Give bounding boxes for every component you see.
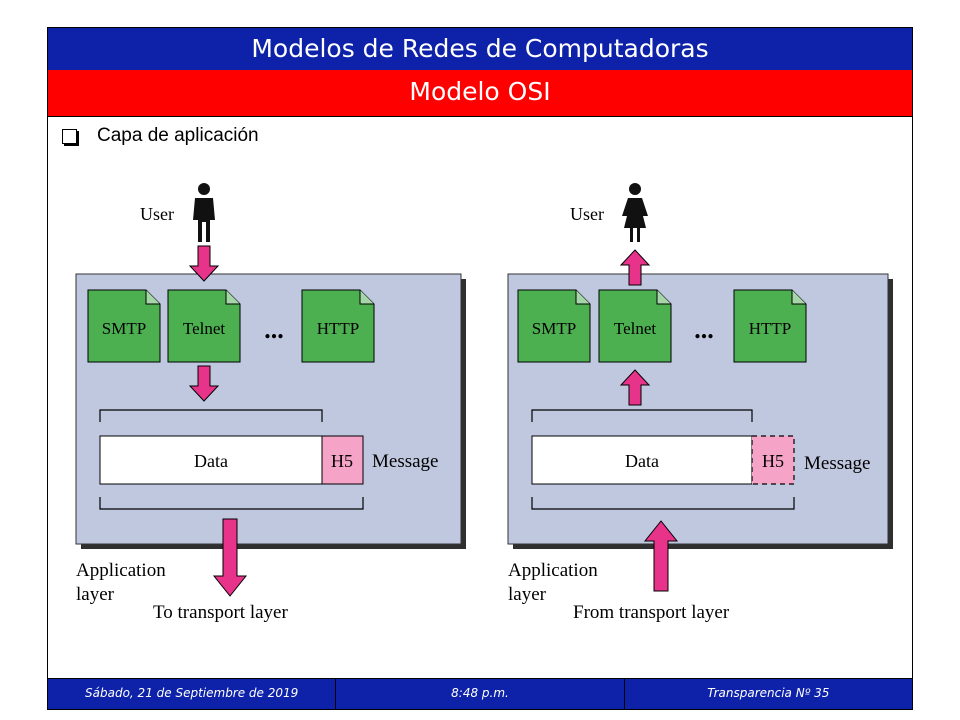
slide: Modelos de Redes de Computadoras Modelo … <box>47 27 913 710</box>
right-message-label: Message <box>804 453 870 474</box>
left-header-box <box>321 435 364 485</box>
slide-subtitle: Modelo OSI <box>48 70 912 117</box>
right-telnet-label: Telnet <box>614 319 657 338</box>
right-header-box <box>751 435 795 485</box>
left-bottom-bracket <box>99 497 364 510</box>
left-smtp-label: SMTP <box>102 319 146 338</box>
left-arrow-down-top-icon <box>188 245 220 282</box>
footer-bar: Sábado, 21 de Septiembre de 2019 8:48 p.… <box>48 678 912 709</box>
left-smtp-doc: SMTP <box>87 289 161 363</box>
slide-title: Modelos de Redes de Computadoras <box>48 28 912 71</box>
right-transport-label: From transport layer <box>573 602 730 623</box>
left-header-label: H5 <box>331 451 353 471</box>
left-arrow-down-middle-icon <box>188 365 220 402</box>
bullet-item: Capa de aplicación <box>62 125 259 147</box>
right-arrow-up-top-icon <box>619 249 651 286</box>
left-http-doc: HTTP <box>301 289 375 363</box>
left-layer-label-line2: layer <box>76 584 115 605</box>
right-user-female-icon <box>622 183 648 242</box>
footer-slide-number: Transparencia Nº 35 <box>623 679 912 709</box>
left-user-label: User <box>140 204 174 224</box>
right-smtp-doc: SMTP <box>517 289 591 363</box>
right-panel: User SMTP Telnet ... HTTP <box>507 183 893 623</box>
right-layer-label-line1: Application <box>508 560 598 581</box>
left-transport-label: To transport layer <box>153 602 288 623</box>
right-http-doc: HTTP <box>733 289 807 363</box>
right-ellipsis: ... <box>694 315 714 344</box>
right-data-label: Data <box>625 451 659 471</box>
bullet-text: Capa de aplicación <box>97 125 259 146</box>
left-data-label: Data <box>194 451 228 471</box>
right-http-label: HTTP <box>749 319 792 338</box>
left-user-male-icon <box>193 183 215 242</box>
left-telnet-label: Telnet <box>183 319 226 338</box>
right-user-label: User <box>570 204 604 224</box>
left-message-label: Message <box>372 451 438 472</box>
left-panel: User SMTP Telnet ... HTTP <box>75 183 466 623</box>
checkbox-bullet-icon <box>62 128 77 144</box>
right-telnet-doc: Telnet <box>598 289 672 363</box>
right-layer-label-line2: layer <box>508 584 547 605</box>
application-layer-diagram: User SMTP Telnet ... HTTP <box>75 183 893 623</box>
right-header-label: H5 <box>762 451 784 471</box>
right-arrow-up-bottom-icon <box>643 520 679 592</box>
footer-time: 8:48 p.m. <box>335 679 623 709</box>
right-smtp-label: SMTP <box>532 319 576 338</box>
left-top-bracket <box>99 409 323 422</box>
right-bottom-bracket <box>531 497 795 510</box>
footer-date: Sábado, 21 de Septiembre de 2019 <box>85 686 299 700</box>
right-arrow-up-middle-icon <box>619 369 651 406</box>
left-layer-label-line1: Application <box>76 560 166 581</box>
left-ellipsis: ... <box>264 315 284 344</box>
left-telnet-doc: Telnet <box>167 289 241 363</box>
left-data-box <box>99 435 323 485</box>
right-data-box <box>531 435 753 485</box>
right-top-bracket <box>531 409 753 422</box>
left-http-label: HTTP <box>317 319 360 338</box>
left-arrow-down-bottom-icon <box>212 518 248 597</box>
